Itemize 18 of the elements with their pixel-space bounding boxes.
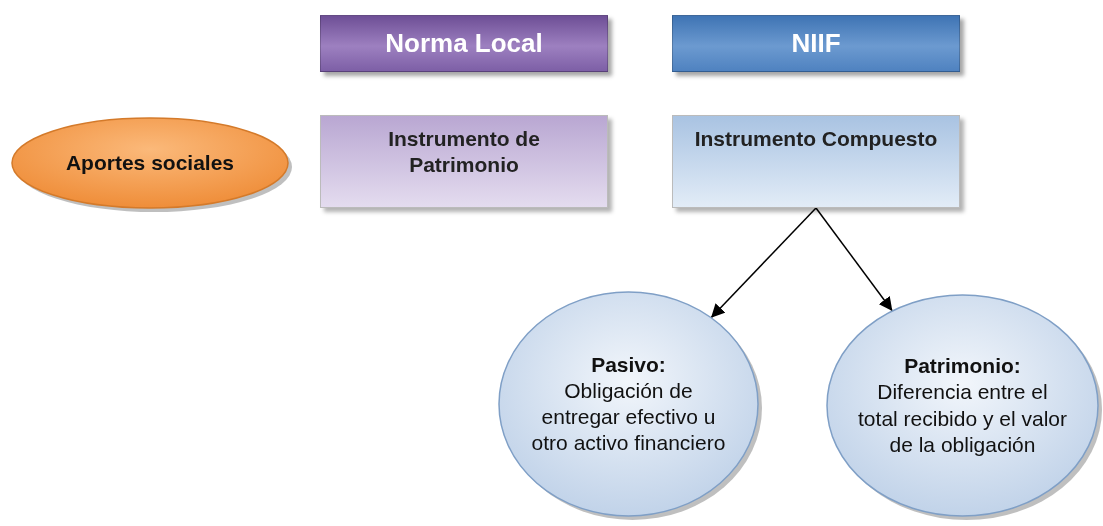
label: NIIF [791,27,841,60]
label: Instrumento Compuesto [694,126,938,152]
concept-ellipse [10,116,290,210]
description: Diferencia entre el total recibido y el valor de la obligación [857,379,1068,458]
arrow [710,207,817,319]
label: Aportes sociales [65,149,235,176]
concept-ellipse [497,290,760,518]
arrow [815,207,894,312]
label: Norma Local [385,27,543,60]
column-header [320,15,608,72]
column-header [672,15,960,72]
heading: Patrimonio: [904,353,1021,379]
concept-box [672,115,960,208]
description: Obligación de entregar efectivo u otro activo financiero [530,377,727,457]
concept-ellipse [825,293,1100,518]
concept-box [320,115,608,208]
heading: Pasivo: [591,351,666,378]
label: Instrumento de Patrimonio [387,126,541,179]
